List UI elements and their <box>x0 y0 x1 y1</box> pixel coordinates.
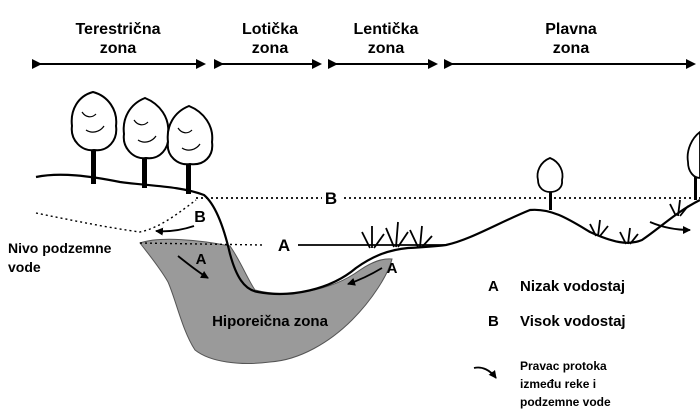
tree-icon <box>688 132 700 200</box>
zone-lotic-line2: zona <box>252 40 289 57</box>
zone-lotic-line1: Lotička <box>242 21 298 38</box>
tree-icon <box>72 92 117 184</box>
tree-icon <box>538 158 563 210</box>
flow-a-label-right: A <box>387 260 398 277</box>
legend-b-key: B <box>488 313 499 330</box>
hyporheic-zone-label: Hiporeična zona <box>212 313 329 330</box>
tree-icon <box>168 106 213 194</box>
water-table-b-left <box>36 200 196 232</box>
groundwater-label-line2: vode <box>8 259 41 275</box>
zone-terrestrial-line2: zona <box>100 40 137 57</box>
flow-arrow-b-left <box>156 226 194 231</box>
zone-header-floodplain: Plavna zona <box>545 21 597 57</box>
groundwater-label-line1: Nivo podzemne <box>8 240 112 256</box>
legend-a-key: A <box>488 278 499 295</box>
legend-flow-arrow-icon <box>474 367 496 378</box>
zone-header-lentic: Lentička zona <box>354 21 419 57</box>
zone-lentic-line1: Lentička <box>354 21 419 38</box>
flow-b-label-left: B <box>194 209 206 226</box>
level-b-label: B <box>325 189 337 208</box>
hyporheic-zone-area <box>140 239 392 363</box>
tree-icon <box>124 98 169 188</box>
legend-a-text: Nizak vodostaj <box>520 278 625 295</box>
legend-arrow-text-line3: podzemne vode <box>520 395 611 409</box>
legend: A Nizak vodostaj B Visok vodostaj Pravac… <box>474 278 626 409</box>
zone-header-lotic: Lotička zona <box>242 21 298 57</box>
zone-header-terrestrial: Terestrična zona <box>75 21 160 57</box>
zone-terrestrial-line1: Terestrična <box>75 21 160 38</box>
legend-arrow-text-line2: između reke i <box>520 377 596 391</box>
zone-floodplain-line2: zona <box>553 40 590 57</box>
zone-floodplain-line1: Plavna <box>545 21 597 38</box>
legend-b-text: Visok vodostaj <box>520 313 626 330</box>
level-a-label: A <box>278 236 290 255</box>
zone-lentic-line2: zona <box>368 40 405 57</box>
flow-a-label-left: A <box>196 251 207 268</box>
legend-arrow-text-line1: Pravac protoka <box>520 359 607 373</box>
